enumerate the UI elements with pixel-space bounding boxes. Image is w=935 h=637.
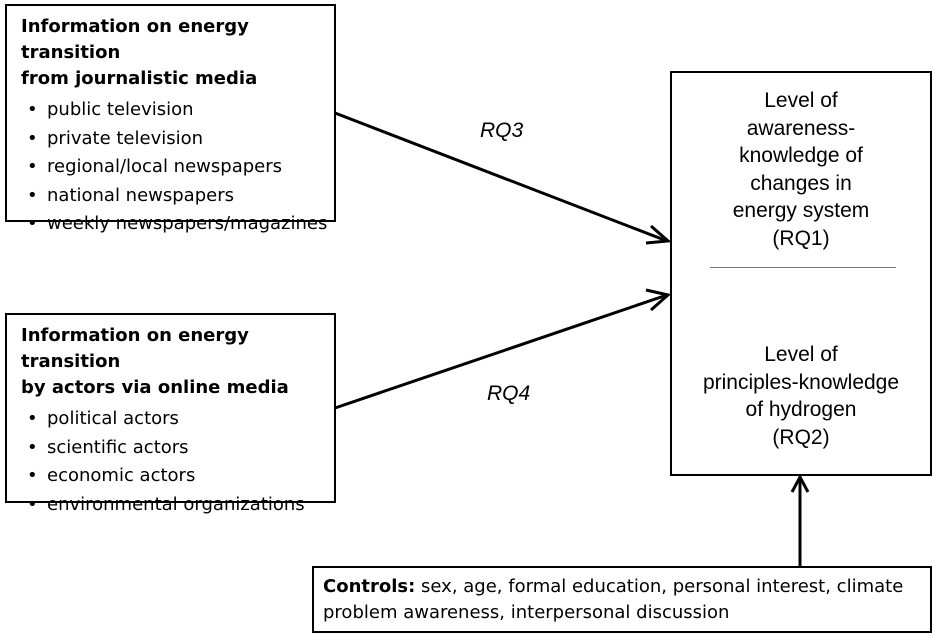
arrow-rq3-head [645,224,672,245]
principles-knowledge-label: Level of principles-knowledge of hydroge… [702,343,900,449]
controls-box: Controls: sex, age, formal education, pe… [312,566,932,633]
online-box-title-line2: by actors via online media [21,377,289,398]
list-item: weekly newspapers/magazines [21,210,334,239]
list-item: regional/local newspapers [21,153,334,182]
journalistic-media-list: public television private television reg… [21,96,334,239]
controls-line1: Controls: sex, age, formal education, pe… [323,576,904,597]
journalistic-media-box: Information on energy transition from jo… [5,4,336,238]
rq4-label: RQ4 [487,382,531,405]
journalistic-box-title-line2: from journalistic media [21,68,258,89]
arrow-rq4 [334,293,668,410]
list-item: public television [21,96,334,125]
controls-line2: problem awareness, interpersonal discuss… [323,602,730,623]
list-item: national newspapers [21,182,334,211]
list-item: private television [21,125,334,154]
list-item: economic actors [21,462,334,491]
online-box-title-line1: Information on energy transition [21,325,249,372]
list-item: environmental organizations [21,491,334,520]
arrow-controls-head [790,473,810,493]
online-actors-list: political actors scientific actors econo… [21,405,334,519]
awareness-knowledge-label: Level of awareness- knowledge of changes… [732,89,870,250]
list-item: scientific actors [21,434,334,463]
rq3-label: RQ3 [480,119,524,142]
journalistic-box-title-line1: Information on energy transition [21,16,249,63]
arrow-rq4-head [645,288,672,312]
online-media-box: Information on energy transition by acto… [5,313,336,519]
arrow-rq3 [334,111,668,243]
list-item: political actors [21,405,334,434]
controls-label: Controls: [323,576,416,597]
outcome-box: Level of awareness- knowledge of changes… [670,71,932,476]
outcome-divider [710,267,896,268]
